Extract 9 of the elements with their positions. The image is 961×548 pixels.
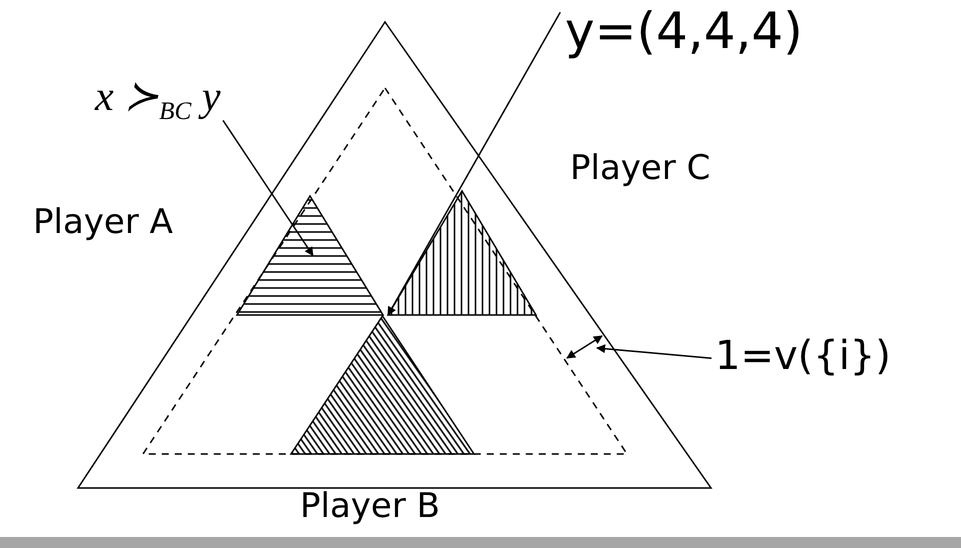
player-label: Player C — [570, 150, 710, 188]
leader-line — [387, 12, 561, 316]
leader-line — [222, 120, 314, 256]
player-label: Player A — [33, 204, 173, 242]
leader-line — [596, 344, 712, 359]
callout-label: y=(4,4,4) — [565, 4, 803, 59]
callout-label: 1=v({i}) — [715, 334, 891, 378]
formula-label: x ≻$_{BC}$ y — [95, 74, 220, 126]
player-label: Player B — [300, 488, 440, 526]
